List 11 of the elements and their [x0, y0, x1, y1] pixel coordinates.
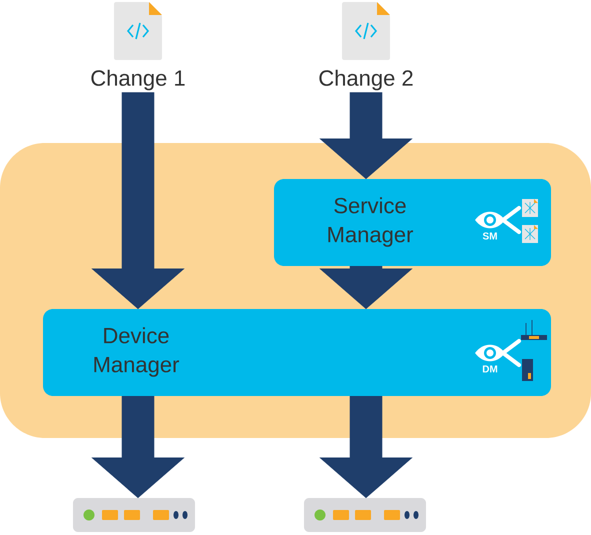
change-label: Change 1 [91, 70, 185, 90]
network-device [73, 498, 195, 532]
manager-box: Service Manager SM [274, 179, 551, 266]
manager-box: Device Manager DM [43, 309, 551, 396]
change-label: Change 2 [319, 70, 413, 90]
arrow [320, 396, 412, 498]
arrow [320, 266, 412, 310]
network-device [304, 498, 426, 532]
arrow [320, 92, 412, 180]
arrow [92, 396, 184, 498]
arrow [92, 92, 184, 310]
